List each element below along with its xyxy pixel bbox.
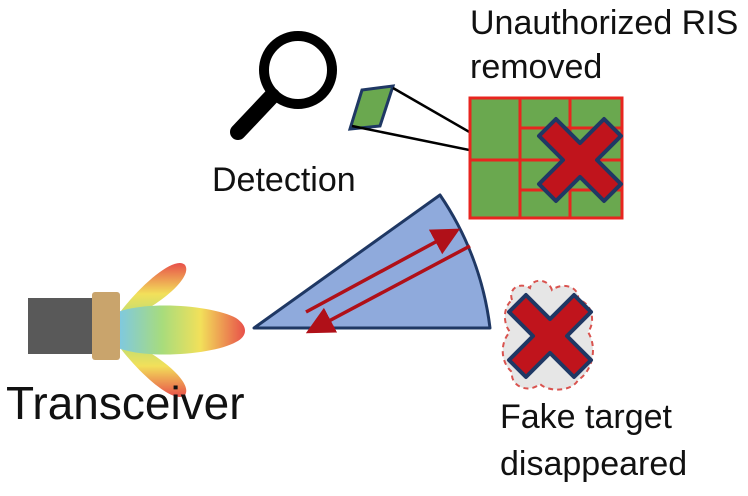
transceiver-label: Transceiver [6,377,245,429]
ris-panel [468,96,624,220]
detection-label: Detection [212,161,356,199]
ris-label-line2: removed [470,48,603,86]
transceiver-icon [28,263,245,397]
red-x-icon [506,292,594,380]
fake-target-label-line1: Fake target [500,398,672,436]
detected-ris-icon [347,84,519,162]
red-x-icon [536,116,624,204]
radar-beam [252,193,492,334]
ris-label-line1: Unauthorized RIS [470,4,739,42]
fake-target-label-line2: disappeared [500,445,688,483]
magnifier-icon [230,31,337,140]
